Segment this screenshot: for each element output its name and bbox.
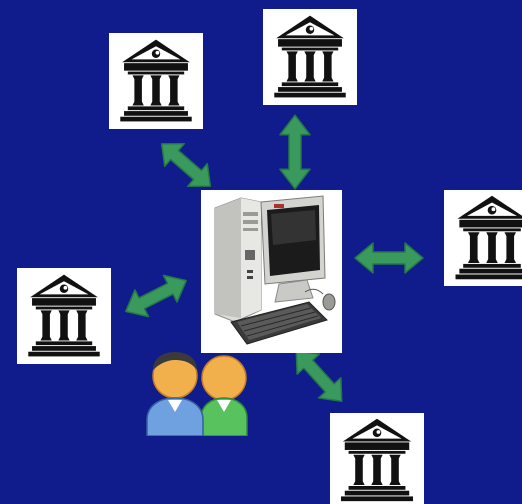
bank-building-icon <box>28 274 100 357</box>
arrow-top-left <box>151 131 221 199</box>
bank-node-right <box>444 190 522 286</box>
desktop-computer-icon <box>214 195 336 345</box>
users-icon <box>146 352 248 436</box>
bank-node-left <box>17 268 111 364</box>
bank-node-bottom <box>330 413 424 504</box>
arrow-top <box>279 114 311 190</box>
arrow-right <box>354 242 424 274</box>
bank-building-icon <box>455 195 522 280</box>
bank-building-icon <box>340 418 414 502</box>
desktop-computer-tile <box>201 190 342 353</box>
arrow-left <box>118 266 194 326</box>
bank-node-top <box>263 9 357 105</box>
bank-building-icon <box>274 15 346 98</box>
bank-node-top-left <box>109 33 203 129</box>
bank-building-icon <box>120 39 192 122</box>
